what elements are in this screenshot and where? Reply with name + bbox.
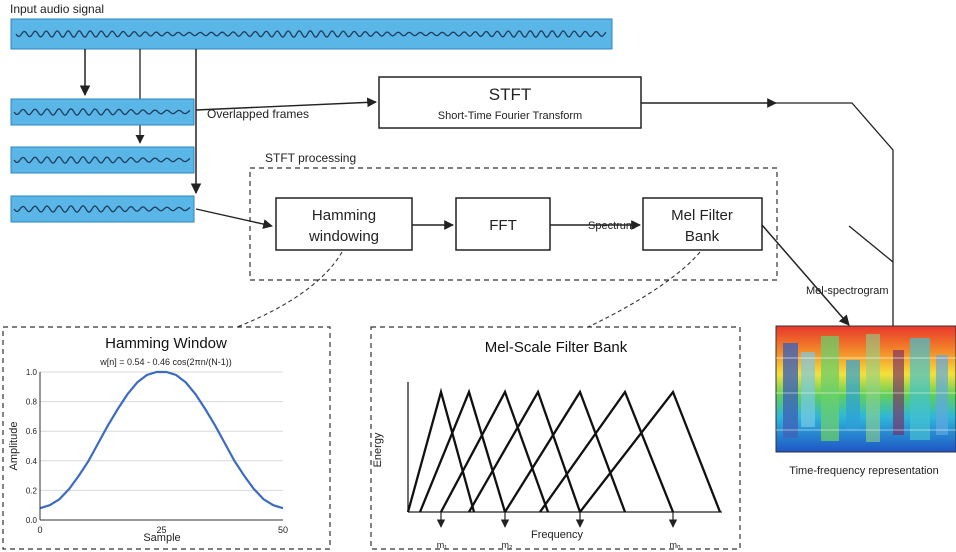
hamming-x-label: Sample (143, 532, 180, 544)
mel-filter-triangle (439, 389, 550, 513)
stft-merge-line (848, 225, 894, 263)
mel-box-line1: Mel Filter (671, 207, 733, 224)
spectrum-label: Spectrum (588, 220, 635, 232)
hamming-chart-ticks: 0.0 0.2 0.4 0.6 0.8 1.0 0 25 50 (26, 368, 288, 535)
arrow-frame-to-hamming (195, 208, 273, 229)
stft-processing-group (249, 167, 778, 281)
input-waveform (15, 30, 607, 38)
fft-label: FFT (489, 217, 517, 234)
hamming-chart-frame (2, 326, 331, 550)
leader-mel (587, 251, 701, 328)
hamming-chart-formula: w[n] = 0.54 - 0.46 cos(2πn/(N-1)) (99, 357, 232, 367)
mel-box-line2: Bank (685, 228, 720, 245)
hamming-y-tick: 0.2 (26, 486, 38, 495)
hamming-y-tick: 0.8 (26, 398, 38, 407)
hamming-y-tick: 0.6 (26, 427, 38, 436)
hamming-x-tick: 0 (37, 525, 42, 535)
mel-spectrogram-image (775, 325, 956, 453)
mel-chart-title: Mel-Scale Filter Bank (485, 339, 628, 356)
hamming-box-line1: Hamming (312, 207, 376, 224)
mel-marker-label-2: m₂ (502, 540, 513, 550)
hamming-box-line2: windowing (308, 228, 379, 245)
stft-subtitle: Short-Time Fourier Transform (438, 110, 582, 122)
stft-output-line (776, 102, 894, 326)
stft-box: STFT Short-Time Fourier Transform (378, 76, 642, 129)
input-signal-label: Input audio signal (10, 2, 104, 16)
mel-triangles (406, 387, 722, 513)
hamming-y-label: Amplitude (8, 422, 20, 471)
mel-spectrogram-label: Mel-spectrogram (806, 285, 889, 297)
mel-filter-triangle (468, 389, 582, 513)
stft-title: STFT (489, 85, 532, 104)
mel-marker-1: m₁ (437, 512, 448, 550)
mel-marker-4: mₙ (668, 512, 681, 550)
mel-filter-triangle (579, 389, 722, 513)
hamming-x-tick: 50 (278, 525, 288, 535)
hamming-window-chart: Hamming Window w[n] = 0.54 - 0.46 cos(2π… (2, 326, 331, 550)
mel-y-label: Energy (372, 432, 384, 467)
mel-filter-triangle (539, 389, 675, 513)
mel-filter-bank-box: Mel Filter Bank (642, 197, 763, 251)
overlapped-frames-label: Overlapped frames (207, 107, 309, 121)
hamming-y-tick: 0.0 (26, 516, 38, 525)
hamming-windowing-box: Hamming windowing (275, 197, 413, 251)
mel-marker-label-4: mₙ (669, 540, 680, 550)
spectrogram-caption: Time-frequency representation (789, 465, 938, 477)
mel-x-label: Frequency (531, 529, 583, 541)
frame-3 (10, 195, 195, 223)
input-signal-bar (10, 18, 613, 50)
hamming-x-tick: 25 (156, 525, 166, 535)
hamming-curve (39, 370, 284, 510)
stft-processing-label: STFT processing (265, 151, 356, 165)
hamming-y-tick: 0.4 (26, 457, 38, 466)
fft-box: FFT (455, 197, 551, 251)
arrow-mel-to-spectrogram (761, 224, 850, 326)
hamming-chart-title: Hamming Window (105, 335, 227, 352)
frame-2 (10, 146, 195, 174)
frame-1 (10, 98, 195, 126)
mel-filter-bank-chart: Mel-Scale Filter Bank Energy Frequency m… (370, 326, 741, 550)
arrow-to-stft (195, 97, 377, 111)
hamming-y-tick: 1.0 (26, 368, 38, 377)
mel-chart-frame (370, 326, 741, 550)
mel-marker-2: m₂ (500, 512, 513, 550)
mel-marker-label-1: m₁ (437, 540, 448, 550)
leader-hamming (236, 251, 343, 328)
